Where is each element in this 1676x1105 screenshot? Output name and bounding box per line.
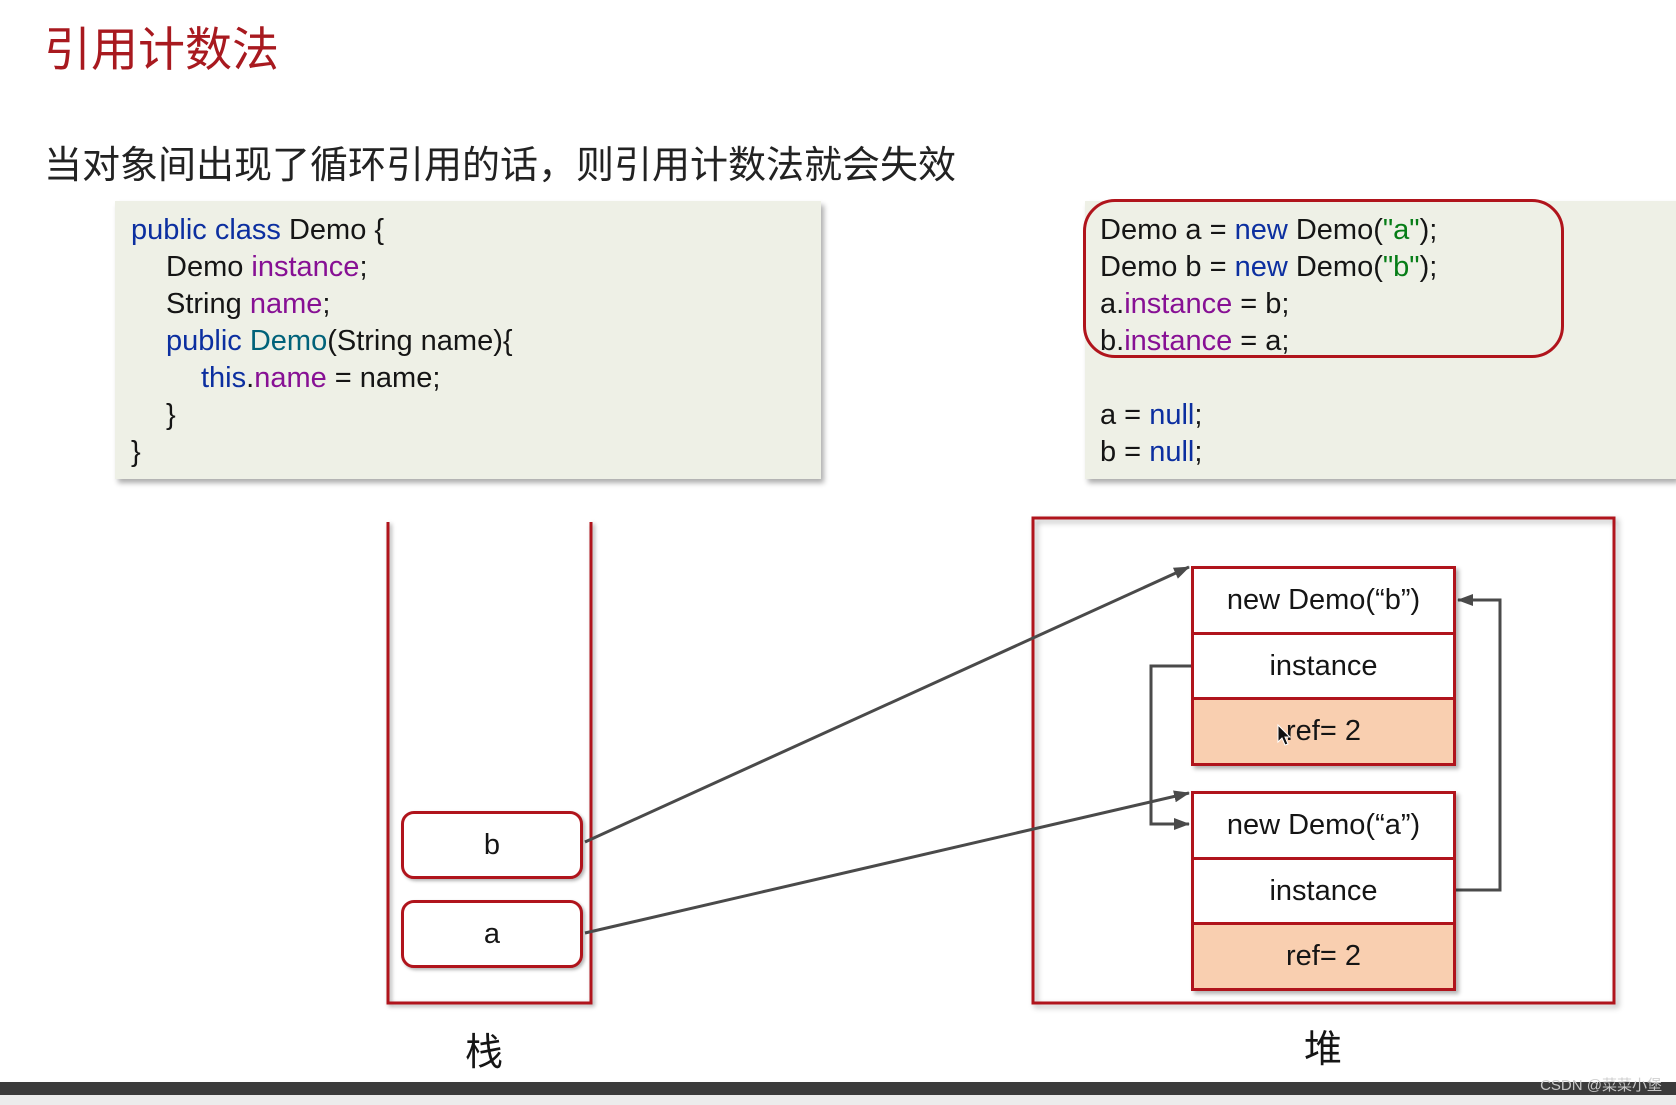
code-token: );	[1419, 251, 1438, 283]
instance-arrow-b-to-a	[1149, 664, 1191, 830]
heap-object-header: new Demo(“a”)	[1226, 808, 1421, 841]
heap-object-ref-count: ref= 2	[1194, 922, 1453, 989]
code-token: }	[166, 399, 176, 431]
code-token: Demo {	[280, 214, 385, 246]
heap-label: 堆	[1303, 1029, 1342, 1071]
code-token: a.	[1100, 288, 1125, 320]
heap-object-b: new Demo(“b”) instance ref= 2	[1191, 566, 1456, 766]
code-token: String	[166, 288, 250, 320]
stack-walls	[386, 522, 593, 1005]
code-line: }	[131, 434, 821, 471]
code-token: = name;	[326, 362, 441, 394]
bottom-strip	[0, 1095, 1676, 1105]
circular-reference-highlight	[1083, 199, 1564, 358]
code-line: this.name = name;	[131, 360, 821, 397]
code-line: }	[131, 397, 821, 434]
code-token: instance	[251, 251, 360, 283]
code-token: = b;	[1232, 288, 1290, 320]
heap-object-ref-count: ref= 2	[1194, 697, 1453, 764]
player-progress-bar	[0, 1082, 1676, 1095]
heap-object-a: new Demo(“a”) instance ref= 2	[1191, 791, 1456, 991]
code-token: a =	[1100, 399, 1150, 431]
code-token: new	[1234, 214, 1288, 246]
heap-border	[1031, 516, 1616, 1005]
code-token: new	[1234, 251, 1288, 283]
code-token: }	[131, 436, 141, 468]
class-definition-code-block: public class Demo { Demo instance; Strin…	[115, 201, 821, 479]
code-token: .	[246, 362, 255, 394]
code-token: null	[1149, 436, 1195, 468]
code-line: Demo instance;	[131, 249, 821, 286]
code-line: public class Demo {	[131, 212, 821, 249]
code-token: ;	[322, 288, 331, 320]
code-token: (String name){	[327, 325, 513, 357]
code-line: a = null;	[1100, 397, 1676, 434]
code-token: "b"	[1382, 251, 1420, 283]
stack-variable-label: b	[483, 828, 501, 861]
code-token: name	[254, 362, 327, 394]
code-token: Demo b =	[1100, 251, 1235, 283]
code-token: Demo	[166, 251, 252, 283]
heap-object-header: new Demo(“b”)	[1226, 583, 1421, 616]
code-line: public Demo(String name){	[131, 323, 821, 360]
code-token: b =	[1100, 436, 1150, 468]
mouse-cursor-icon	[1277, 724, 1291, 746]
code-token: Demo(	[1287, 251, 1383, 283]
stack-variable-b: b	[401, 811, 583, 879]
usage-code-block: Demo a = new Demo("a"); Demo b = new Dem…	[1085, 201, 1676, 479]
code-token: ;	[1194, 399, 1203, 431]
reference-arrow-a	[584, 790, 1190, 935]
code-token: ;	[359, 251, 368, 283]
code-line: Demo a = new Demo("a");	[1100, 212, 1676, 249]
code-line: b = null;	[1100, 434, 1676, 471]
stack-variable-a: a	[401, 900, 583, 968]
code-line: a.instance = b;	[1100, 286, 1676, 323]
stack-label: 栈	[464, 1032, 503, 1074]
heap-object-field: instance	[1194, 856, 1453, 923]
slide-subtitle: 当对象间出现了循环引用的话，则引用计数法就会失效	[44, 145, 957, 187]
stack-variable-label: a	[483, 917, 501, 950]
heap-object-field: instance	[1194, 631, 1453, 698]
code-token: name	[249, 288, 323, 320]
code-token: instance	[1124, 288, 1233, 320]
code-token: Demo	[241, 325, 328, 357]
code-token: public	[166, 325, 242, 357]
code-token: ;	[1194, 436, 1203, 468]
code-token: Demo(	[1287, 214, 1383, 246]
code-token: this	[201, 362, 247, 394]
code-token: public class	[131, 214, 281, 246]
watermark: CSDN @菜菜小堡	[1540, 1077, 1662, 1094]
code-token: );	[1419, 214, 1438, 246]
code-line: Demo b = new Demo("b");	[1100, 249, 1676, 286]
reference-arrow-b	[584, 565, 1190, 844]
code-token: "a"	[1382, 214, 1420, 246]
code-token: null	[1149, 399, 1195, 431]
instance-arrow-a-to-b	[1456, 594, 1502, 892]
slide-title: 引用计数法	[44, 23, 279, 76]
code-token: instance	[1124, 325, 1233, 357]
code-token: = a;	[1232, 325, 1290, 357]
code-line: String name;	[131, 286, 821, 323]
